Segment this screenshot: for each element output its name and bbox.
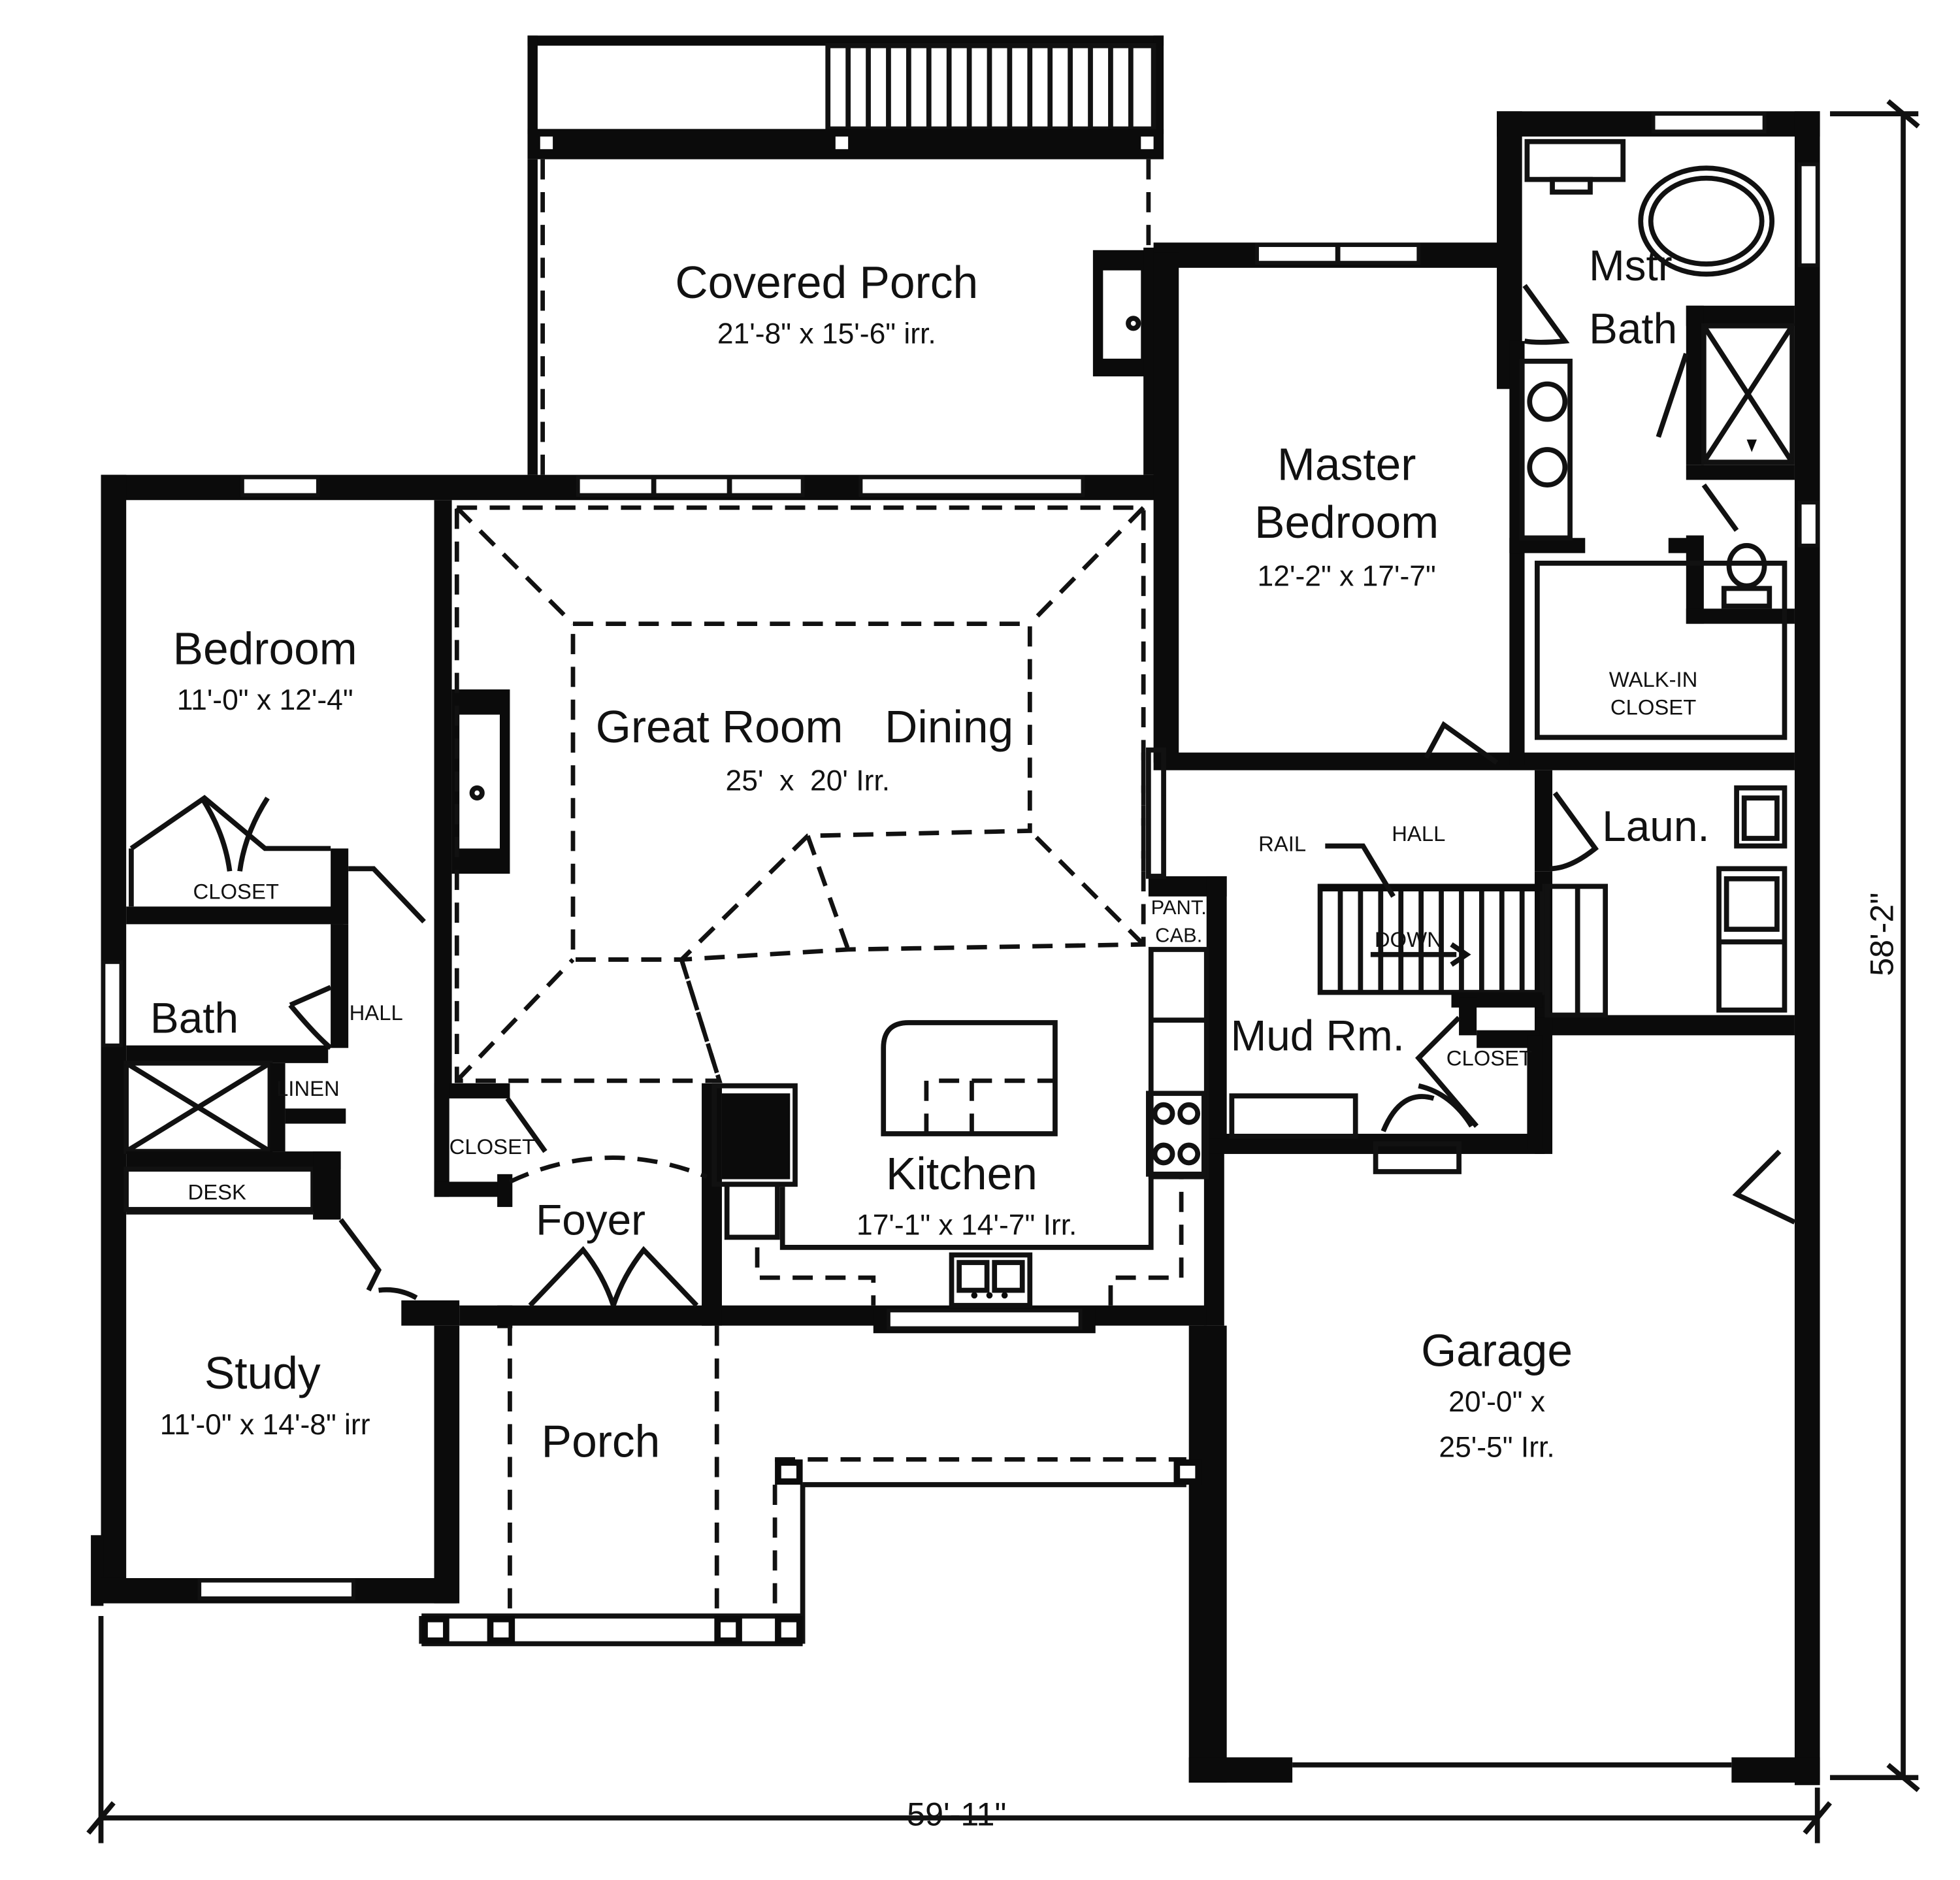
room-labels: Covered Porch 21'-8" x 15'-6" irr. Maste… [150,242,1710,1466]
garage-size-1: 20'-0" x [1448,1386,1545,1418]
closet-mud-label: CLOSET [1446,1046,1532,1070]
master-bedroom-size: 12'-2" x 17'-7" [1258,561,1436,593]
study-name: Study [204,1347,321,1398]
great-room-name: Great Room [596,701,843,752]
pantry-label-2: CAB. [1155,923,1202,946]
covered-porch-name: Covered Porch [675,257,978,308]
dimension-labels: 59'-11" 58'-2" [907,893,1900,1833]
master-bath-name-1: Mstr [1589,242,1673,289]
pantry-label-1: PANT. [1151,896,1207,919]
hall-east-label: HALL [1392,821,1445,846]
study-size: 11'-0" x 14'-8" irr [160,1409,370,1441]
mud-room-name: Mud Rm. [1231,1012,1405,1060]
great-room-ceiling [454,505,1166,1083]
interior-walls [123,139,1796,1334]
walk-in-closet-line-2: CLOSET [1610,695,1696,719]
master-bedroom-name-1: Master [1277,438,1416,489]
bedroom-name: Bedroom [173,623,357,674]
hall-west-label: HALL [350,1000,403,1025]
overall-width-label: 59'-11" [907,1796,1006,1833]
covered-porch-size: 21'-8" x 15'-6" irr. [717,318,936,350]
covered-porch-structure [527,35,1164,475]
closet-bedroom-label: CLOSET [193,880,279,904]
down-label: DOWN [1375,927,1443,951]
rail-label: RAIL [1258,831,1306,855]
garage-name: Garage [1421,1325,1573,1376]
foyer-name: Foyer [536,1196,645,1244]
overall-depth-label: 58'-2" [1864,893,1901,976]
linen-label: LINEN [276,1076,340,1100]
kitchen-name: Kitchen [886,1148,1037,1199]
bath-name: Bath [150,994,238,1042]
master-bath-name-2: Bath [1589,305,1677,353]
dining-name: Dining [885,701,1013,752]
master-bedroom-name-2: Bedroom [1254,497,1439,548]
kitchen-size: 17'-1" x 14'-7" Irr. [857,1210,1077,1242]
outdoor-fireplace [1092,247,1159,475]
dimension-lines [86,99,1920,1843]
porch-name: Porch [542,1416,661,1467]
garage-size-2: 25'-5" Irr. [1439,1432,1554,1464]
closet-hall-label: CLOSET [449,1134,535,1159]
desk-label: DESK [188,1179,246,1204]
laundry-name: Laun. [1602,802,1709,850]
walk-in-closet-line-1: WALK-IN [1609,667,1698,691]
great-room-size: 25' x 20' Irr. [726,765,890,797]
small-labels: CLOSET CLOSET CLOSET HALL HALL RAIL DOWN… [188,821,1533,1204]
kitchen-fixtures [755,1020,1184,1308]
bedroom-size: 11'-0" x 12'-4" [177,684,353,716]
front-porch [419,1325,1202,1647]
